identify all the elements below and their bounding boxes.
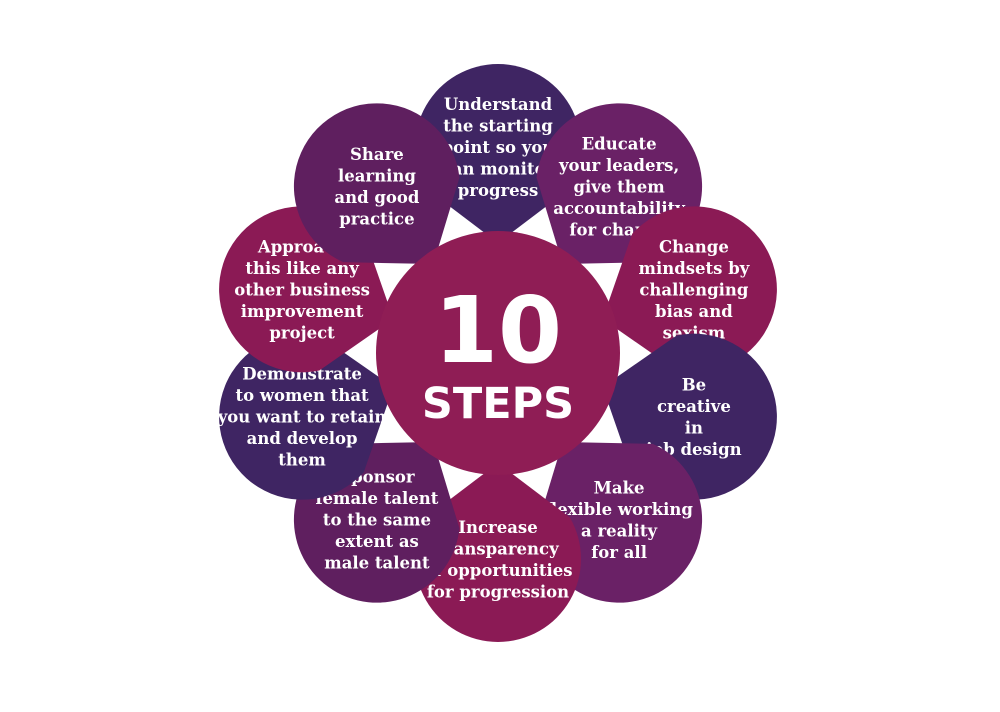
step-label: Share learning and good practice bbox=[334, 145, 420, 229]
step-label-line: bias and bbox=[655, 302, 733, 321]
step-label: Increase transparency of opportunities for … bbox=[423, 518, 572, 602]
step-label-line: a reality bbox=[581, 521, 657, 540]
step-label-line: your leaders, bbox=[558, 156, 679, 175]
step-label-line: point so you bbox=[442, 138, 555, 157]
step-label: Understand the starting point so you can mo… bbox=[442, 95, 555, 200]
step-label-line: the starting bbox=[443, 117, 553, 136]
step-label-line: accountability bbox=[553, 199, 685, 218]
center-circle bbox=[376, 231, 620, 475]
step-petal-10: Share learning and good practice bbox=[293, 103, 460, 265]
step-label-line: Understand bbox=[444, 95, 553, 114]
step-label-line: for all bbox=[591, 543, 647, 562]
step-label-line: to the same bbox=[323, 511, 431, 530]
step-label-line: project bbox=[269, 323, 335, 342]
step-label-line: progress bbox=[458, 181, 539, 200]
step-label-line: in bbox=[685, 418, 703, 437]
step-label-line: creative bbox=[657, 397, 731, 416]
step-label-line: and good bbox=[334, 188, 420, 207]
step-label-line: Make bbox=[594, 478, 645, 497]
step-label-line: for progression bbox=[427, 582, 569, 601]
step-label-line: Share bbox=[350, 145, 404, 164]
step-label-line: mindsets by bbox=[639, 259, 750, 278]
step-label-line: of opportunities bbox=[423, 561, 572, 580]
step-label-line: Educate bbox=[582, 134, 657, 153]
center-hub: 10 STEPS bbox=[376, 231, 620, 475]
step-label-line: and develop bbox=[247, 429, 358, 448]
step-label-line: you want to retain bbox=[217, 408, 387, 427]
center-number: 10 bbox=[434, 277, 562, 384]
step-petal-6: Increase transparency of opportunities for … bbox=[415, 463, 581, 642]
step-label-line: female talent bbox=[315, 489, 438, 508]
step-label-line: Be bbox=[682, 375, 706, 394]
step-label-line: practice bbox=[339, 210, 414, 229]
step-label-line: flexible working bbox=[545, 500, 693, 519]
step-label: Make flexible working a reality for all bbox=[545, 478, 693, 561]
step-label-line: Demonstrate bbox=[242, 365, 362, 384]
petal-shape bbox=[219, 333, 394, 500]
step-label-line: them bbox=[278, 451, 326, 470]
step-petal-1: Understand the starting point so you can mo… bbox=[415, 63, 581, 243]
step-petal-8: Demonstrate to women that you want to reta… bbox=[217, 333, 394, 500]
step-label-line: transparency bbox=[437, 539, 559, 558]
step-label-line: challenging bbox=[639, 280, 749, 299]
step-label-line: learning bbox=[338, 167, 416, 186]
petal-shape bbox=[293, 103, 460, 265]
step-label-line: can monitor bbox=[442, 160, 555, 179]
petal-shape bbox=[602, 206, 777, 373]
step-label-line: Change bbox=[659, 237, 729, 256]
center-word: STEPS bbox=[422, 379, 574, 429]
step-label-line: extent as bbox=[335, 532, 419, 551]
step-label-line: male talent bbox=[324, 554, 430, 573]
petals-group: Understand the starting point so you can mo… bbox=[217, 63, 777, 642]
step-label-line: this like any bbox=[245, 259, 359, 278]
step-label: Demonstrate to women that you want to reta… bbox=[217, 365, 387, 470]
step-label: Educate your leaders, give them accountabil… bbox=[553, 134, 685, 239]
step-label-line: give them bbox=[573, 177, 665, 196]
step-label-line: Increase bbox=[458, 518, 537, 537]
petal-shape bbox=[415, 63, 581, 243]
petal-shape bbox=[415, 463, 581, 642]
step-label-line: to women that bbox=[235, 386, 369, 405]
step-label-line: improvement bbox=[241, 302, 364, 321]
step-label-line: other business bbox=[234, 280, 370, 299]
